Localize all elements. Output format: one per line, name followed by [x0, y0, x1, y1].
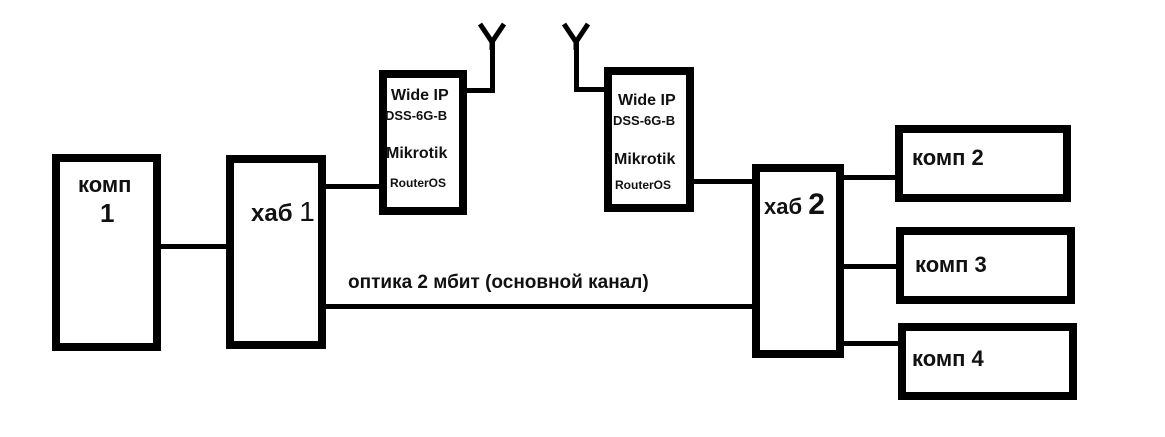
hub-1-box — [226, 155, 326, 349]
link-hub2-comp4 — [843, 341, 905, 346]
radio-1-model: Wide IP — [391, 87, 449, 104]
radio-2-model: Wide IP — [618, 92, 676, 109]
radio-1-vendor: Mikrotik — [386, 145, 448, 162]
link-hub2-comp2 — [843, 175, 901, 180]
hub-2-text: хаб — [764, 194, 803, 219]
computer-3-box — [896, 227, 1075, 304]
hub-1-label: хаб 1 — [251, 196, 315, 228]
link-hub2-comp3 — [843, 264, 903, 269]
computer-2-box — [895, 125, 1071, 202]
link-comp1-hub1 — [160, 244, 232, 249]
fiber-link-label: оптика 2 мбит (основной канал) — [348, 272, 649, 293]
radio-1-os: RouterOS — [390, 176, 447, 190]
radio-1-submodel: DSS-6G-B — [385, 108, 448, 123]
antenna-icon — [477, 22, 507, 50]
computer-1-number: 1 — [100, 198, 115, 228]
radio-2-os: RouterOS — [615, 178, 672, 192]
computer-1-box — [52, 154, 161, 351]
hub-2-label: хаб 2 — [764, 188, 825, 222]
radio-1-box — [379, 70, 467, 215]
link-fiber-hub1-hub2 — [325, 304, 757, 309]
radio-2-submodel: DSS-6G-B — [613, 113, 676, 128]
computer-1-label: комп — [78, 172, 132, 197]
hub-2-box — [752, 164, 844, 358]
link-hub1-radio1 — [325, 184, 383, 189]
hub-2-number: 2 — [808, 188, 825, 221]
radio-1-antenna-feed-v — [490, 40, 495, 93]
hub-1-text: хаб — [251, 200, 293, 227]
computer-4-box — [898, 323, 1077, 400]
hub-1-number: 1 — [299, 196, 315, 227]
computer-2-label: комп 2 — [912, 145, 984, 170]
radio-2-box — [604, 67, 694, 212]
link-radio2-hub2 — [692, 179, 756, 184]
radio-2-antenna-feed-v — [574, 40, 579, 92]
radio-1-antenna-feed-h — [465, 88, 495, 93]
computer-4-label: комп 4 — [912, 346, 984, 371]
computer-3-label: комп 3 — [915, 252, 987, 277]
radio-2-antenna-feed-h — [574, 87, 607, 92]
radio-2-vendor: Mikrotik — [614, 151, 676, 168]
